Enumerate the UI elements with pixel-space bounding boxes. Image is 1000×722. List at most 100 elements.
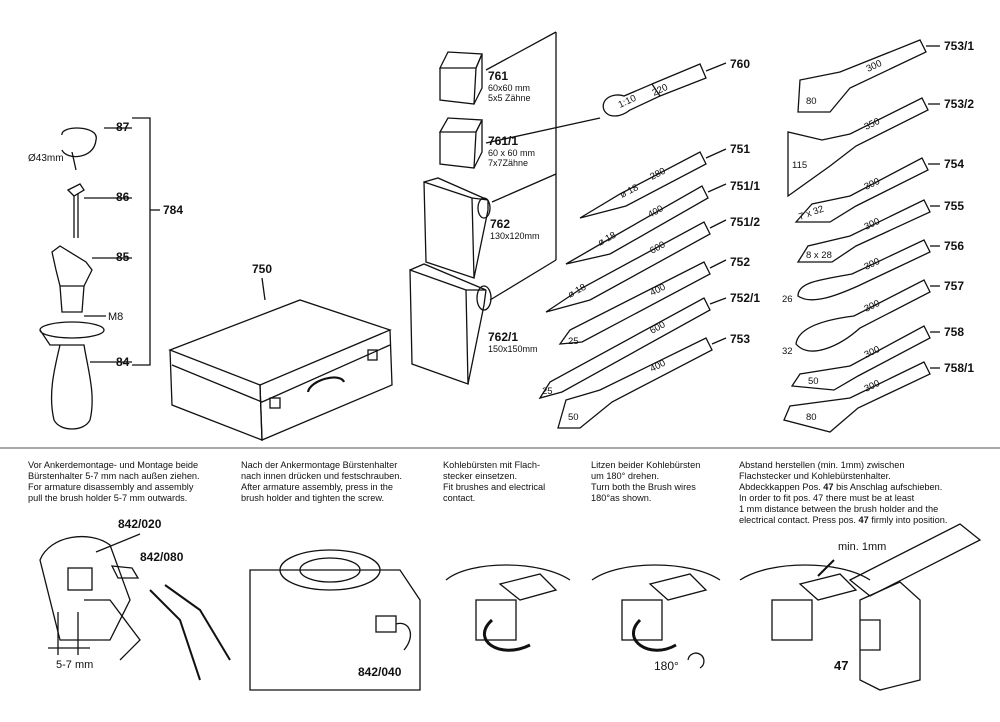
instr5-line2: Flachstecker und Kohlebürstenhalter. [739,471,891,481]
label-761-1-size: 60 x 60 mm [488,148,535,158]
label-753: 753 [730,332,750,346]
label-761-1-teeth: 7x7Zähne [488,158,528,168]
plate-762 [423,181,475,279]
tool-760 [602,62,727,117]
tool-757 [795,279,940,352]
cover-cap-47 [859,581,921,691]
dim-757-length: 300 [863,298,882,315]
dim-755-size: 8 x 28 [806,250,832,261]
label-762-size: 130x120mm [490,231,540,241]
dim-753-width-b: 50 [568,412,579,423]
illustration-fit-brushes [445,564,571,652]
dim-751-1-length: 400 [646,203,665,220]
dim-751-length: 280 [648,166,667,183]
dim-752-1-width: 25 [568,336,579,347]
label-842-080: 842/080 [140,550,184,564]
dim-754-size: 7 x 32 [797,204,825,223]
label-784: 784 [163,203,183,217]
label-756: 756 [944,239,964,253]
instr5-line4: In order to fit pos. 47 there must be at… [739,493,915,503]
case-handle [306,376,346,393]
dim-755-length: 300 [863,216,882,233]
label-min-1mm: min. 1mm [838,541,886,553]
clamp-85 [51,245,93,287]
instruction-turn-wires: Litzen beider Kohlebürsten um 180° drehe… [591,460,701,503]
instr5-line1: Abstand herstellen (min. 1mm) zwischen [739,460,905,470]
dim-753-1-width: 80 [806,96,817,107]
illustration-distance-cap [739,523,982,691]
tool-751-2 [545,219,727,313]
dim-753-2-width: 115 [792,160,807,171]
dim-753-2-length: 350 [863,116,882,133]
label-762-1-size: 150x150mm [488,344,538,354]
dim-751-2-length: 600 [648,239,667,256]
tool-753-2 [787,97,940,198]
bracket-784 [132,117,151,366]
bush-plate-761-1 [438,117,484,133]
tool-751-1 [565,183,727,265]
plate-762-1 [409,269,469,385]
tool-755 [796,199,940,263]
tool-752-1 [538,297,727,400]
label-761-teeth: 5x5 Zähne [488,93,531,103]
dim-751-2-dia: ø 18 [566,282,588,301]
dim-757-width: 32 [782,346,793,357]
instr5-line3c: bis Anschlag aufschieben. [833,482,943,492]
instr5-pos47-a: 47 [823,482,834,492]
dim-758-length: 300 [863,344,882,361]
instr5-line3a: Abdeckkappen Pos. [739,482,824,492]
label-758-1: 758/1 [944,361,974,375]
illustration-armature-assembly [249,549,421,691]
instruction-fit-brushes: Kohlebürsten mit Flach- stecker einsetze… [443,460,546,503]
label-84: 84 [116,355,130,369]
tool-756 [797,239,940,301]
label-760: 760 [730,57,750,71]
label-751-1: 751/1 [730,179,760,193]
label-761-1: 761/1 [488,134,518,148]
label-87: 87 [116,120,130,134]
tool-758-1 [783,361,940,433]
handle-collar [39,321,105,339]
label-180-degrees: 180° [654,659,679,673]
dim-760-length: 220 [651,82,670,99]
label-758: 758 [944,325,964,339]
label-751-2: 751/2 [730,215,760,229]
label-752-1: 752/1 [730,291,760,305]
dim-753-length: 400 [648,358,667,375]
label-m8: M8 [108,311,123,323]
label-842-040: 842/040 [358,665,402,679]
label-751: 751 [730,142,750,156]
dim-753-width-a: 25 [542,386,553,397]
tool-758 [790,325,940,391]
label-85: 85 [116,250,130,264]
instr5-line6a: electrical contact. Press pos. [739,515,859,525]
clamp-band-87 [61,127,97,158]
label-753-1: 753/1 [944,39,974,53]
label-757: 757 [944,279,964,293]
dim-752-length: 400 [648,282,667,299]
bush-plate-761 [438,51,483,69]
label-842-020: 842/020 [118,517,162,531]
tool-754 [794,157,940,223]
instruction-armature-assembly: Nach der Ankermontage Bürstenhalter nach… [241,460,402,503]
dim-758-1-length: 300 [863,378,882,395]
illustration-turn-wires [591,564,721,669]
dim-756-width: 26 [782,294,793,305]
side-handle-84 [50,344,93,430]
instr5-line5: 1 mm distance between the brush holder a… [739,504,939,514]
label-47: 47 [834,658,848,673]
tool-753 [557,337,727,429]
illustration-brush-holder-pull [39,533,231,681]
label-750: 750 [252,262,272,276]
dim-758-1-width: 80 [806,412,817,423]
dim-751-1-dia: ø 18 [596,230,618,249]
label-761-size: 60x60 mm [488,83,530,93]
tool-753-1 [797,39,940,113]
bolt-head-86 [66,183,85,197]
label-762: 762 [490,217,510,231]
dim-754-length: 300 [863,176,882,193]
dim-756-length: 300 [863,256,882,273]
instr5-pos47-b: 47 [858,515,869,525]
